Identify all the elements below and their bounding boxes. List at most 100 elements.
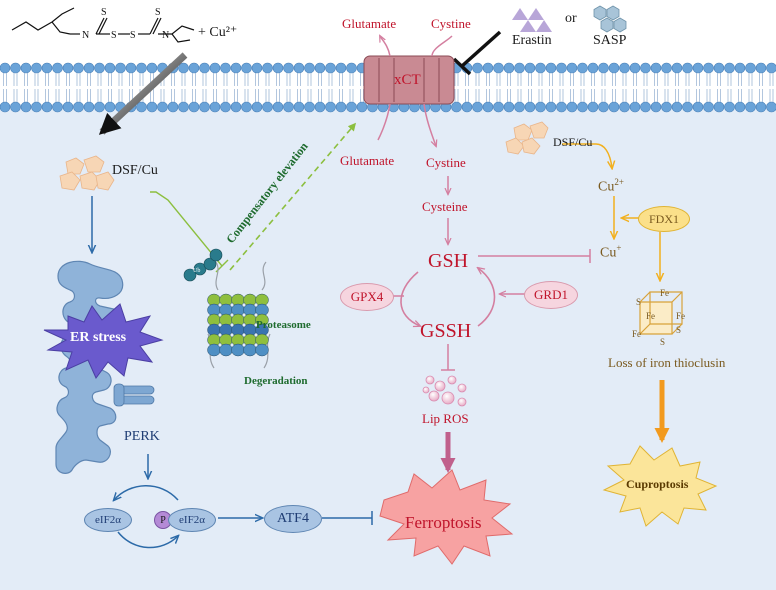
copper-entry-arrow (98, 52, 188, 135)
dsf-cu-left-label: DSF/Cu (112, 163, 158, 178)
gssh-to-gsh-arrow (478, 268, 496, 327)
lipid-head (682, 62, 693, 74)
lipid-tail (675, 89, 679, 102)
lipid-tail (76, 73, 81, 86)
lipid-tail (139, 73, 144, 86)
lipid-head (41, 101, 53, 113)
lipid-tail (202, 89, 207, 102)
lipid-tail (87, 73, 91, 86)
lipid-tail (454, 89, 459, 102)
lipid-tail (45, 89, 49, 102)
compensatory-elevation-arrow (229, 122, 357, 271)
cu2-label: Cu2+ (598, 178, 624, 195)
lipid-head (755, 101, 767, 113)
lipid-head (188, 62, 200, 74)
lipid-head (136, 101, 147, 113)
dsf-cu-right-label: DSF/Cu (553, 135, 593, 149)
cu2-charge: 2+ (614, 177, 624, 187)
lipid-head (52, 62, 63, 74)
lipid-head (73, 62, 84, 74)
lipid-tail (360, 73, 364, 86)
perk-receptor-icon (113, 383, 155, 407)
lipid-tail (475, 73, 480, 86)
proteasome-subunit (219, 343, 233, 357)
lipid-tail (286, 89, 291, 102)
lipid-head (199, 101, 210, 113)
lipid-head (283, 101, 294, 113)
cu1-charge: + (616, 243, 622, 253)
lipid-head (587, 62, 599, 74)
cystine-import-line (431, 35, 453, 57)
lipid-tail (601, 89, 606, 102)
lipid-tail (13, 89, 18, 102)
cu2-symbol: Cu (598, 179, 615, 195)
lipid-head (272, 101, 284, 113)
lipid-tail (685, 73, 690, 86)
lipid-tail (591, 73, 595, 86)
lipid-head (335, 62, 347, 74)
lipid-head (230, 101, 242, 113)
lipid-head (220, 62, 231, 74)
lipid-tail (517, 73, 522, 86)
ubiquitin-label: Ub (193, 268, 201, 274)
lipid-head (41, 62, 53, 74)
lipid-head (755, 62, 767, 74)
lipid-tail (633, 73, 637, 86)
lipid-tail (202, 73, 207, 86)
lipid-head (293, 101, 305, 113)
lipid-tail (45, 73, 49, 86)
lipid-tail (24, 73, 28, 86)
lipid-head (650, 62, 662, 74)
lipid-tail (213, 73, 217, 86)
lipid-tail (24, 89, 28, 102)
lipid-head (209, 62, 221, 74)
nitrogen-left-label: N (82, 30, 89, 41)
s-top-left: S (636, 297, 642, 307)
lipid-head (671, 62, 683, 74)
lipid-tail (654, 89, 658, 102)
lipid-head (472, 62, 483, 74)
lipid-tail (727, 89, 732, 102)
lipid-tail (633, 89, 637, 102)
lipid-tail (748, 89, 753, 102)
atf4-inhibits-ferroptosis (322, 511, 373, 525)
lipid-head (650, 101, 662, 113)
lipid-tail (580, 89, 585, 102)
lipid-tail (349, 73, 354, 86)
lipid-head (62, 101, 74, 113)
lipid-head (745, 101, 756, 113)
lipid-head (241, 101, 252, 113)
gpx4-badge: GPX4 (340, 283, 394, 311)
lipid-head (692, 101, 704, 113)
lipid-ros-icon (422, 375, 467, 407)
lipid-tail (559, 73, 564, 86)
lipid-head (556, 62, 567, 74)
lipid-head (0, 101, 11, 113)
cu1-label: Cu+ (600, 244, 621, 261)
dsf-cu-particles-right (505, 121, 549, 155)
fe-right: Fe (676, 311, 685, 321)
lipid-head (304, 62, 315, 74)
gssh-label: GSSH (420, 320, 472, 342)
ferroptosis-burst (379, 469, 514, 565)
lipid-tail (66, 73, 70, 86)
dephosphorylation-arrow (114, 485, 179, 500)
lipid-tail (328, 73, 333, 86)
lipid-tail (538, 89, 543, 102)
lipid-tail (3, 89, 7, 102)
lipid-tail (675, 73, 679, 86)
lipid-tail (339, 73, 343, 86)
lipid-head (178, 62, 189, 74)
sasp-icon (593, 5, 627, 33)
lipid-tail (276, 89, 280, 102)
lipid-tail (223, 73, 228, 86)
dsf-cu-particles-left (59, 155, 115, 191)
lipid-tail (591, 89, 595, 102)
lipid-head (619, 101, 630, 113)
lipid-head (251, 62, 263, 74)
lipid-head (619, 62, 630, 74)
lipid-head (482, 62, 494, 74)
fe-bottom-left: Fe (632, 329, 641, 339)
lipid-head (94, 101, 105, 113)
endoplasmic-reticulum-icon (55, 260, 124, 474)
